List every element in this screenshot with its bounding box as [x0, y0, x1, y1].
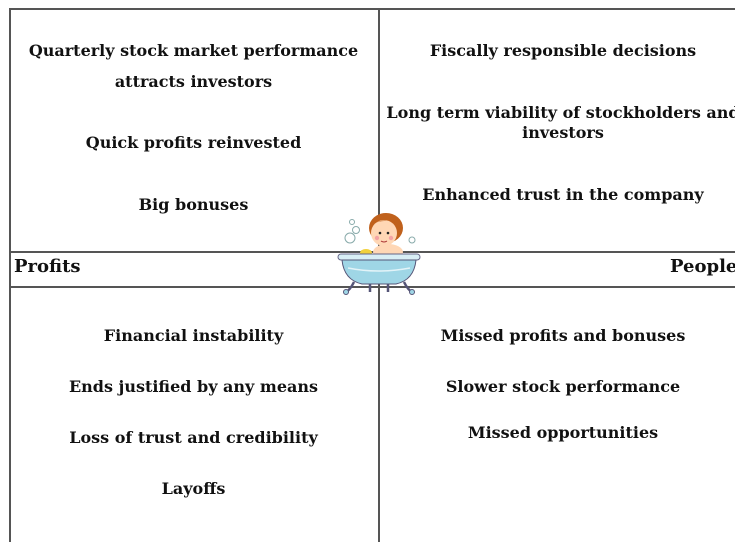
- top-left-item-1-cont: attracts investors: [114, 72, 273, 91]
- top-left-item-1: Quarterly stock market performance: [28, 41, 359, 60]
- top-right-item-2-cont: investors: [522, 123, 604, 142]
- top-right-item-1: Fiscally responsible decisions: [429, 41, 697, 60]
- people-axis-label: People: [670, 256, 735, 277]
- bottom-right-item-2: Slower stock performance: [445, 377, 681, 396]
- top-right-item-3: Enhanced trust in the company: [422, 185, 704, 204]
- top-left-item-2: Quick profits reinvested: [85, 133, 302, 152]
- lower-horizontal-divider: [9, 286, 735, 288]
- profits-axis-label: Profits: [14, 256, 81, 277]
- baby-in-bathtub-icon: [337, 213, 421, 295]
- bottom-left-item-1: Financial instability: [103, 326, 284, 345]
- top-border: [9, 8, 735, 10]
- upper-horizontal-divider: [9, 251, 735, 253]
- top-left-item-3: Big bonuses: [138, 195, 249, 214]
- left-border: [9, 8, 11, 542]
- top-right-item-2: Long term viability of stockholders and: [386, 103, 735, 122]
- bottom-right-item-1: Missed profits and bonuses: [440, 326, 686, 345]
- bottom-left-item-3: Loss of trust and credibility: [69, 428, 318, 447]
- bottom-right-item-3: Missed opportunities: [467, 423, 659, 442]
- bottom-left-item-2: Ends justified by any means: [68, 377, 319, 396]
- bottom-left-item-4: Layoffs: [161, 479, 226, 498]
